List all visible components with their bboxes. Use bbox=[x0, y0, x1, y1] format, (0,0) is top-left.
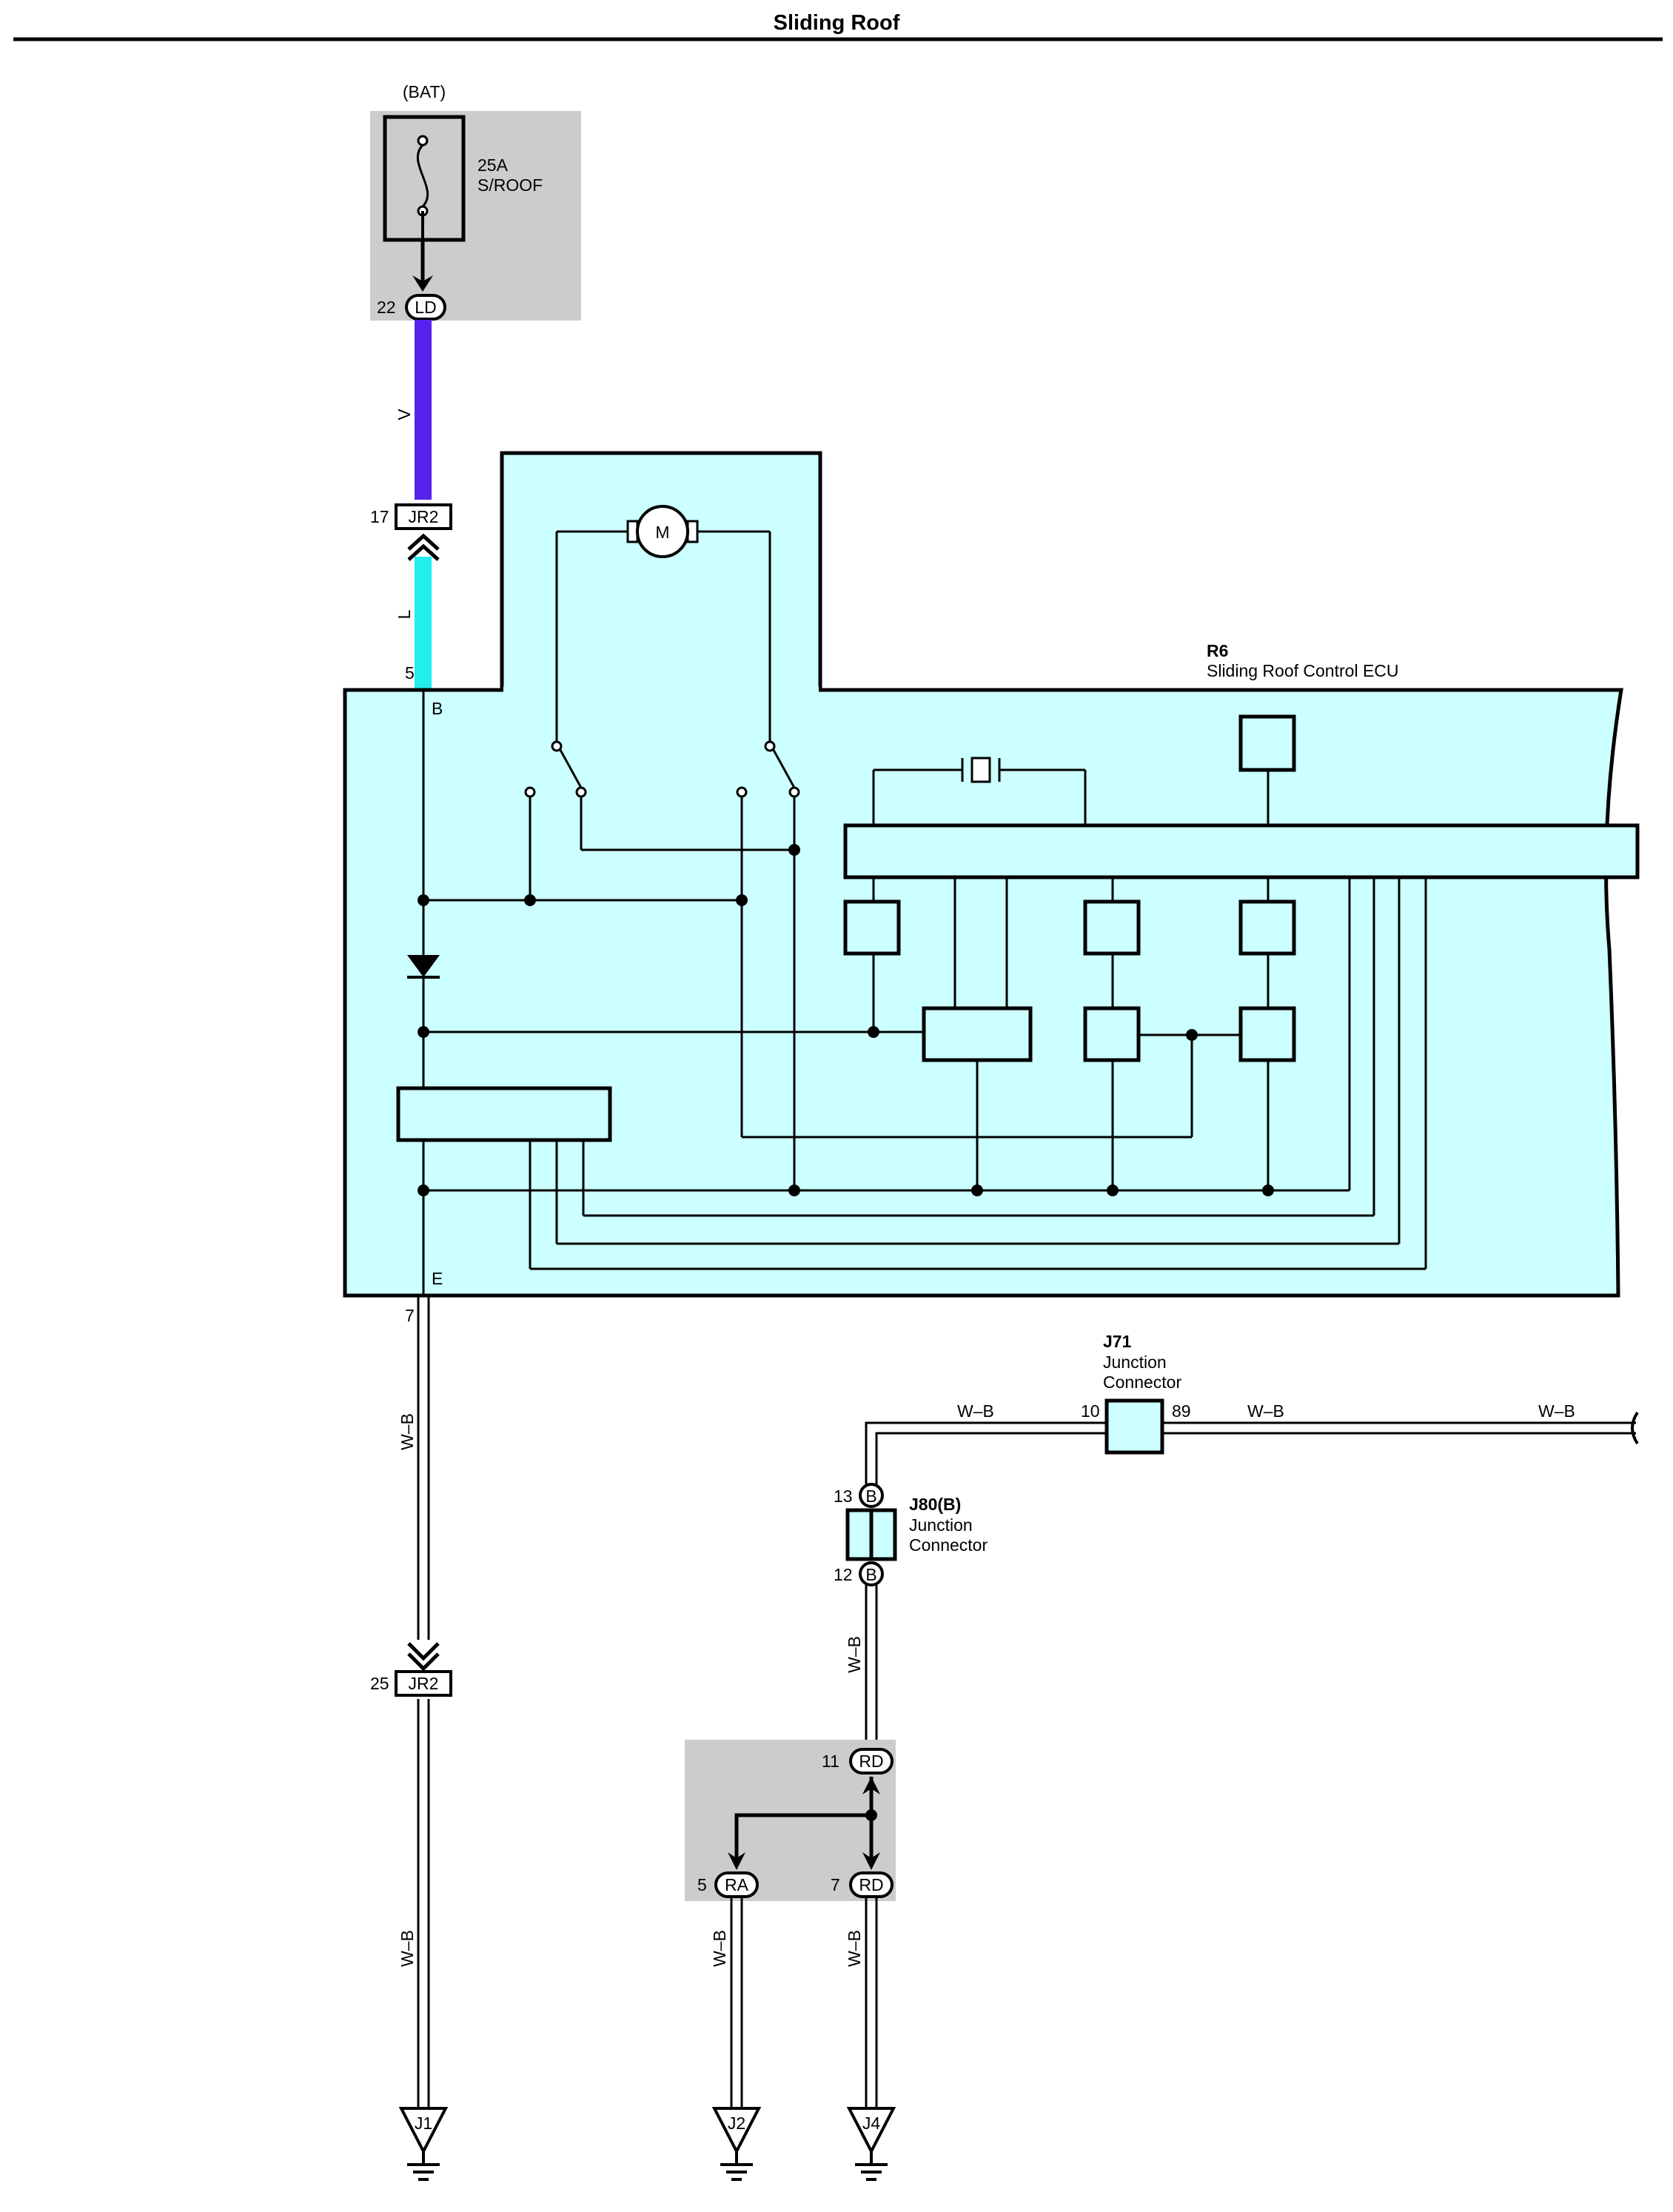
j71-line1: Junction bbox=[1103, 1353, 1167, 1372]
diode-icon bbox=[407, 955, 440, 977]
rd-bottom-code: RD bbox=[859, 1875, 883, 1894]
j80-line1: Junction bbox=[909, 1515, 973, 1535]
connector-jr2-bottom-code: JR2 bbox=[409, 1674, 439, 1693]
ground-j2-label: J2 bbox=[728, 2114, 745, 2133]
wire-wb-label-5: W–B bbox=[1538, 1401, 1575, 1421]
ground-j2: J2 bbox=[713, 2107, 760, 2181]
j80-pin-top: 13 bbox=[834, 1487, 853, 1506]
ground-j1: J1 bbox=[400, 2107, 447, 2181]
wire-wb-j80-rd bbox=[865, 1585, 878, 1747]
connector-jr2-top-pin: 17 bbox=[370, 507, 389, 526]
wire-wb-label-2: W–B bbox=[398, 1930, 417, 1967]
connector-j71 bbox=[1104, 1398, 1164, 1455]
connector-ld bbox=[405, 294, 446, 321]
relay-contacts bbox=[524, 740, 800, 798]
fuse-rating: 25A bbox=[477, 155, 509, 175]
fuse-source-label: (BAT) bbox=[403, 82, 446, 101]
connector-j80-bottom bbox=[859, 1561, 884, 1586]
ecu-housing-join bbox=[503, 686, 819, 695]
junction-dots bbox=[418, 844, 1274, 1196]
ecu-blocks bbox=[396, 714, 1640, 1142]
fuse-terminal-top bbox=[417, 135, 429, 147]
fuse-name: S/ROOF bbox=[477, 175, 543, 195]
motor-housing bbox=[500, 451, 822, 694]
connector-ld-code: LD bbox=[415, 298, 436, 317]
j71-pin-left: 10 bbox=[1081, 1401, 1100, 1421]
ecu-pin-b-num: 5 bbox=[405, 663, 415, 683]
ecu-pin-e-num: 7 bbox=[405, 1306, 415, 1325]
j80-pin-bottom: 12 bbox=[834, 1565, 853, 1584]
wire-lightblue bbox=[415, 557, 432, 690]
connector-jr2-bottom bbox=[395, 1670, 452, 1697]
wire-violet-label: V bbox=[395, 409, 414, 420]
wire-wb-grounds bbox=[730, 1897, 878, 2108]
connector-ld-pin: 22 bbox=[377, 298, 396, 317]
connector-ra bbox=[714, 1871, 759, 1898]
ecu-code: R6 bbox=[1207, 641, 1228, 660]
motor-label: M bbox=[655, 523, 669, 542]
j71-line2: Connector bbox=[1103, 1373, 1181, 1392]
arrow-down-icon bbox=[862, 1852, 880, 1870]
wire-violet bbox=[415, 320, 432, 500]
wire-lightblue-label: L bbox=[395, 609, 414, 619]
j80-code: J80(B) bbox=[909, 1495, 961, 1514]
page-title: Sliding Roof bbox=[774, 11, 900, 35]
wire-wb-label-7: W–B bbox=[710, 1930, 729, 1967]
connector-jr2-top-code: JR2 bbox=[409, 507, 439, 526]
wire-wb-label-4: W–B bbox=[1247, 1401, 1284, 1421]
j80-line2: Connector bbox=[909, 1535, 988, 1555]
arrow-down-icon bbox=[412, 275, 433, 292]
ecu-pin-b: B bbox=[432, 699, 443, 718]
connector-jr2-bottom-pin: 25 bbox=[370, 1674, 389, 1693]
ground-j4: J4 bbox=[848, 2107, 895, 2181]
rd-top-pin: 11 bbox=[822, 1752, 839, 1771]
ecu-internal-circuit bbox=[422, 690, 1427, 1296]
connector-jr2-top-mate-icon bbox=[407, 533, 440, 561]
wire-wb-main bbox=[417, 1296, 430, 2108]
wire-wb-label-6: W–B bbox=[845, 1636, 864, 1673]
connector-jr2-top bbox=[395, 503, 452, 530]
ecu-name: Sliding Roof Control ECU bbox=[1207, 661, 1399, 680]
ra-code: RA bbox=[725, 1875, 749, 1894]
connector-rd-top bbox=[849, 1748, 894, 1774]
fuse-element-icon bbox=[417, 144, 429, 208]
motor-icon bbox=[555, 505, 771, 743]
ecu-logic-bar bbox=[843, 823, 1640, 879]
connector-j80-top bbox=[859, 1483, 884, 1508]
wire-wb-label-3: W–B bbox=[957, 1401, 994, 1421]
fuse-box-shade bbox=[370, 111, 581, 321]
connector-rd-bottom bbox=[849, 1871, 894, 1898]
rd-junction-dot bbox=[865, 1809, 877, 1821]
rd-top-code: RD bbox=[859, 1752, 883, 1771]
ecu-pin-e: E bbox=[432, 1269, 443, 1288]
j71-pin-right: 89 bbox=[1172, 1401, 1191, 1421]
wire-wb-label-1: W–B bbox=[398, 1413, 417, 1450]
connector-jr2-bottom-mate-icon bbox=[407, 1642, 440, 1672]
rd-bottom-pin: 7 bbox=[831, 1875, 840, 1894]
wire-wb-label-8: W–B bbox=[845, 1930, 864, 1967]
arrow-down-icon bbox=[728, 1852, 745, 1870]
ground-j4-label: J4 bbox=[862, 2114, 881, 2133]
j80-conn-top: B bbox=[865, 1487, 876, 1506]
wire-wb-j71 bbox=[865, 1411, 1639, 1484]
j71-code: J71 bbox=[1103, 1332, 1132, 1351]
j80-conn-bottom: B bbox=[865, 1565, 876, 1584]
ground-j1-label: J1 bbox=[415, 2114, 432, 2133]
ra-pin: 5 bbox=[697, 1875, 707, 1894]
